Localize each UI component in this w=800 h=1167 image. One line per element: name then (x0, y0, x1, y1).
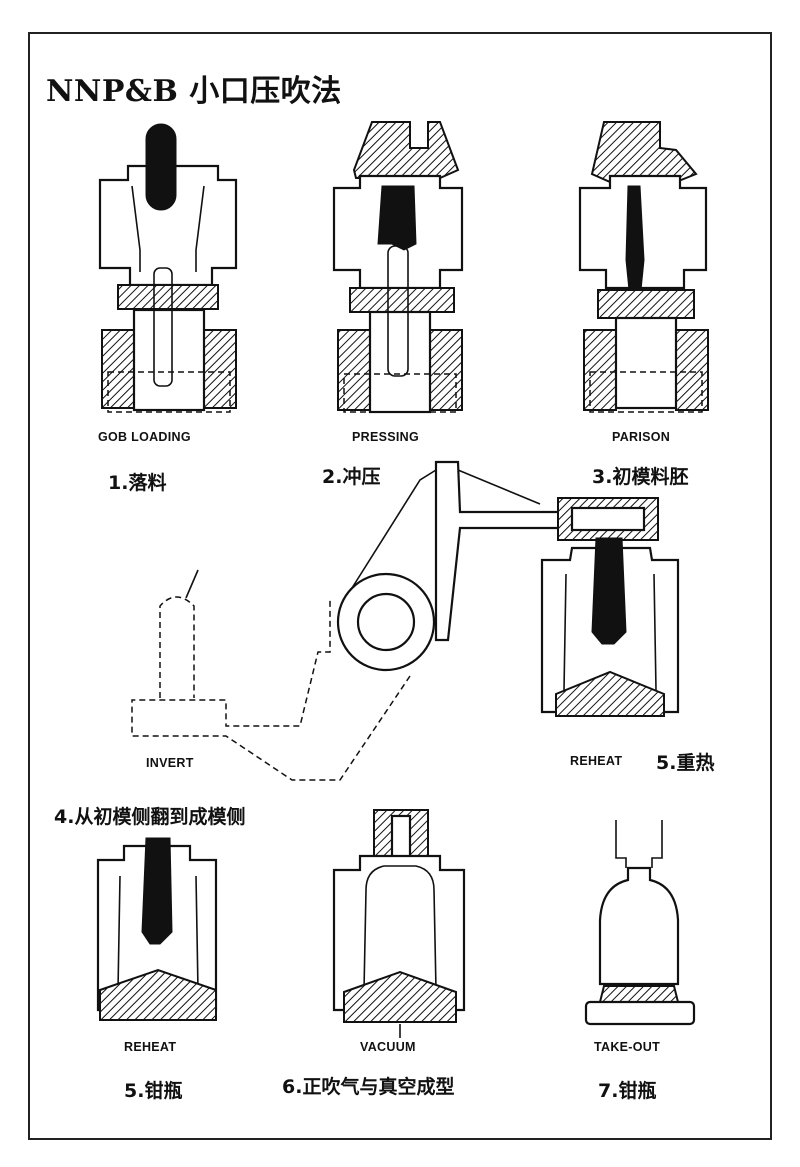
parison-shape (626, 186, 644, 300)
label-step-7: 7.钳瓶 (598, 1076, 656, 1103)
pressing-illustration (334, 122, 462, 412)
label-step-2: 2.冲压 (322, 462, 380, 489)
take-out-illustration (586, 820, 694, 1024)
vacuum-illustration (334, 810, 464, 1038)
label-step-1: 1.落料 (108, 468, 166, 495)
caption-pressing: PRESSING (352, 430, 419, 444)
reheat-bottom-illustration (98, 838, 216, 1020)
caption-invert: INVERT (146, 756, 194, 770)
gob-shape (146, 124, 176, 210)
caption-parison: PARISON (612, 430, 670, 444)
parison-pressed (378, 186, 416, 250)
caption-take-out: TAKE-OUT (594, 1040, 660, 1054)
label-step-5-reheat: 5.重热 (656, 748, 714, 775)
reheat-top-illustration (542, 498, 678, 716)
label-step-3: 3.初模料胚 (592, 462, 688, 489)
label-step-4: 4.从初模侧翻到成模侧 (54, 802, 245, 829)
parison-illustration (580, 122, 708, 412)
caption-reheat-bottom: REHEAT (124, 1040, 176, 1054)
gob-loading-illustration (100, 124, 236, 412)
reheat-parison-shape (592, 538, 626, 644)
label-step-5-take: 5.钳瓶 (124, 1076, 182, 1103)
invert-illustration (132, 462, 560, 780)
reheat-parison-bottom (142, 838, 172, 944)
caption-gob-loading: GOB LOADING (98, 430, 191, 444)
label-step-6: 6.正吹气与真空成型 (282, 1072, 454, 1099)
caption-vacuum: VACUUM (360, 1040, 416, 1054)
caption-reheat-top: REHEAT (570, 754, 622, 768)
